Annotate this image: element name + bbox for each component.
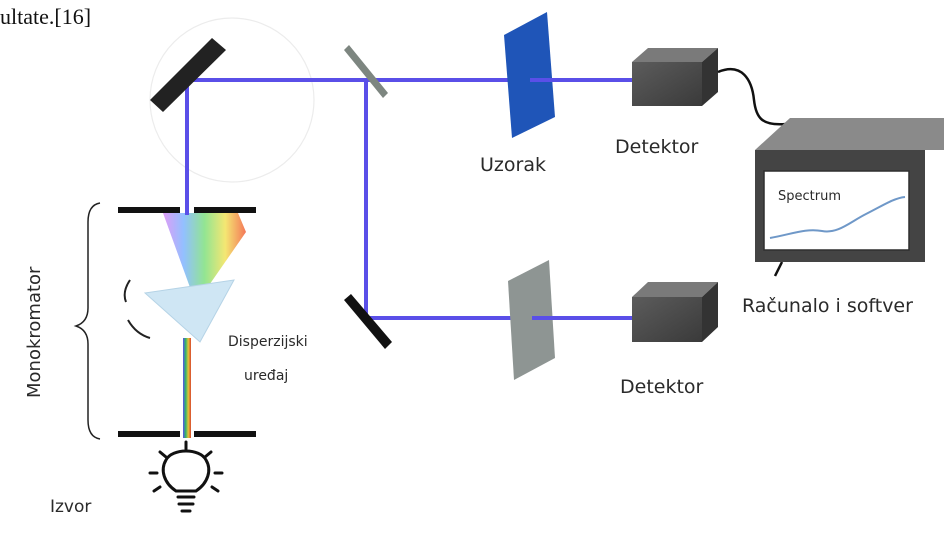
prism xyxy=(143,279,235,343)
entrance-slit-right xyxy=(194,207,256,213)
light-beams xyxy=(185,78,636,320)
detector-top-label: Detektor xyxy=(615,136,699,158)
exit-slit-left xyxy=(118,431,180,437)
rotation-arrow-bottom xyxy=(127,319,151,339)
entrance-slit-left xyxy=(118,207,180,213)
computer xyxy=(755,118,944,262)
spectrum-curve xyxy=(769,196,906,239)
dispersed-spectrum xyxy=(163,213,246,304)
sample-plate xyxy=(504,12,555,138)
beam-splitter xyxy=(344,45,388,98)
monochromator-label: Monokromator xyxy=(24,266,45,398)
reference-plate xyxy=(508,260,555,380)
computer-cable xyxy=(773,261,784,277)
detector-top xyxy=(632,48,718,106)
detector-cable xyxy=(717,67,787,126)
detector-bottom-label: Detektor xyxy=(620,376,704,398)
computer-label: Računalo i softver xyxy=(742,295,913,317)
screen-label: Spectrum xyxy=(778,189,841,204)
mirror-top-left xyxy=(150,38,226,112)
dispersive-label-line2: uređaj xyxy=(244,368,288,384)
header-text: ultate.[16] xyxy=(0,4,91,29)
detector-bottom xyxy=(632,282,718,342)
light-bulb-icon xyxy=(148,440,224,513)
exit-slit-right xyxy=(194,431,256,437)
mirror-bottom xyxy=(344,294,392,349)
sample-label: Uzorak xyxy=(480,154,546,176)
rotation-arrow-top xyxy=(123,279,131,303)
source-label: Izvor xyxy=(50,497,91,517)
monochromator-brace xyxy=(73,202,101,440)
dispersive-label-line1: Disperzijski xyxy=(228,334,308,350)
polychromatic-beam xyxy=(183,338,191,438)
